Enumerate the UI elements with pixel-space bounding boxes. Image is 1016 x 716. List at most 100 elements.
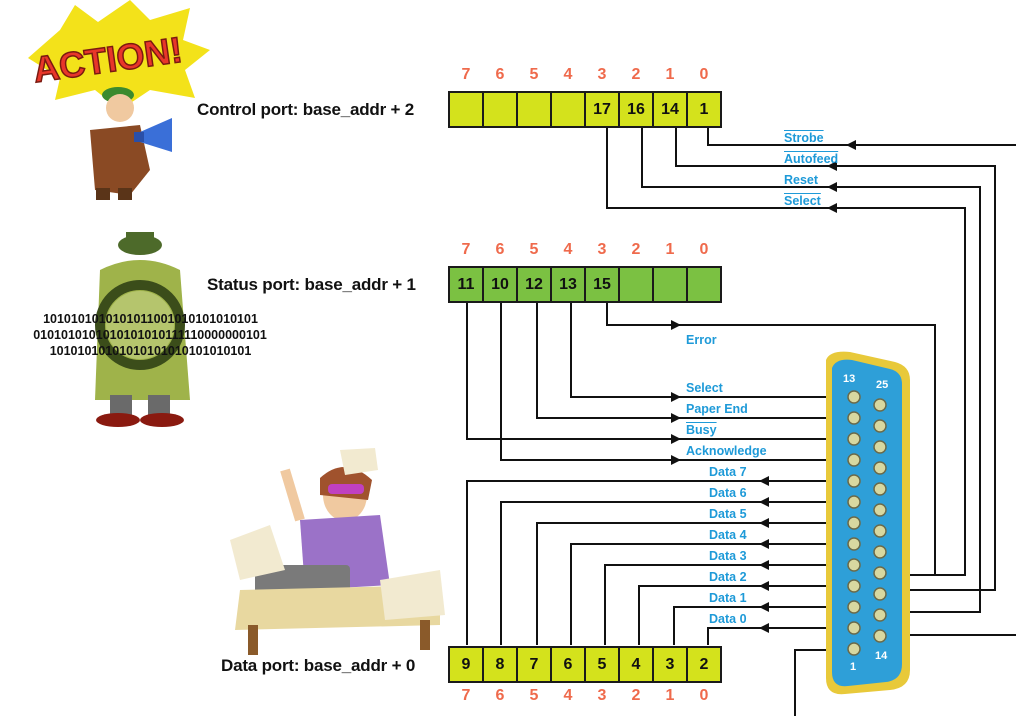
data-bit-number-6: 6 xyxy=(495,687,505,704)
control-cell-bit-2: 16 xyxy=(620,93,654,126)
control-cell-bit-0: 1 xyxy=(688,93,720,126)
signal-data-2: Data 2 xyxy=(709,570,747,584)
connector-pin-row2-25 xyxy=(873,398,887,412)
status-bit-number-0: 0 xyxy=(699,241,709,258)
status-cell-bit-4: 13 xyxy=(552,268,586,301)
connector-pin-row2-18 xyxy=(873,545,887,559)
signal-busy: Busy xyxy=(686,423,717,437)
control-cell-bit-6 xyxy=(484,93,518,126)
connector-pin-row2-16 xyxy=(873,587,887,601)
connector-pin-row2-15 xyxy=(873,608,887,622)
control-cell-bit-7 xyxy=(450,93,484,126)
control-cell-bit-5 xyxy=(518,93,552,126)
data-bit-number-0: 0 xyxy=(699,687,709,704)
signal-strobe: Strobe xyxy=(784,131,824,145)
signal-paper-end: Paper End xyxy=(686,402,748,416)
man-with-megaphone-icon xyxy=(90,87,172,200)
control-bit-number-4: 4 xyxy=(563,66,573,83)
signal-data-1: Data 1 xyxy=(709,591,747,605)
control-wires xyxy=(606,126,1016,636)
data-bit-number-3: 3 xyxy=(597,687,607,704)
status-cell-bit-1 xyxy=(654,268,688,301)
signal-data-6: Data 6 xyxy=(709,486,747,500)
data-cell-bit-5: 7 xyxy=(518,648,552,681)
data-bit-number-2: 2 xyxy=(631,687,641,704)
connector-pin-row2-17 xyxy=(873,566,887,580)
data-cell-bit-0: 2 xyxy=(688,648,720,681)
status-bit-number-3: 3 xyxy=(597,241,607,258)
data-cell-bit-2: 4 xyxy=(620,648,654,681)
connector-pin-row2-24 xyxy=(873,419,887,433)
control-port-label: Control port: base_addr + 2 xyxy=(197,100,415,119)
woman-at-typewriter-icon xyxy=(230,448,445,655)
signal-select-status: Select xyxy=(686,381,723,395)
status-cell-bit-7: 11 xyxy=(450,268,484,301)
db25-connector xyxy=(826,351,910,695)
status-cell-bit-3: 15 xyxy=(586,268,620,301)
control-cell-bit-4 xyxy=(552,93,586,126)
control-bit-number-2: 2 xyxy=(631,66,641,83)
status-bit-number-1: 1 xyxy=(665,241,675,258)
signal-autofeed: Autofeed xyxy=(784,152,839,166)
status-bit-number-2: 2 xyxy=(631,241,641,258)
connector-pin-row1-3 xyxy=(847,600,861,614)
data-cell-bit-3: 5 xyxy=(586,648,620,681)
connector-pin-row2-20 xyxy=(873,503,887,517)
connector-pin-row1-9 xyxy=(847,474,861,488)
connector-pin-row2-19 xyxy=(873,524,887,538)
connector-pin-row1-11 xyxy=(847,432,861,446)
data-cell-bit-4: 6 xyxy=(552,648,586,681)
connector-pin-row2-14 xyxy=(873,629,887,643)
signal-error: Error xyxy=(686,333,717,347)
pin-13-label: 13 xyxy=(843,373,856,385)
status-bit-number-6: 6 xyxy=(495,241,505,258)
connector-pin-row1-12 xyxy=(847,411,861,425)
connector-pin-row1-4 xyxy=(847,579,861,593)
control-bit-number-7: 7 xyxy=(461,66,471,83)
connector-pin-row1-8 xyxy=(847,495,861,509)
data-cell-bit-7: 9 xyxy=(450,648,484,681)
connector-pin-row1-5 xyxy=(847,558,861,572)
pin-25-label: 25 xyxy=(876,379,889,391)
status-port-label: Status port: base_addr + 1 xyxy=(207,275,416,294)
control-bit-number-3: 3 xyxy=(597,66,607,83)
detective-with-magnifier-icon xyxy=(95,232,190,427)
status-cell-bit-2 xyxy=(620,268,654,301)
data-bit-number-4: 4 xyxy=(563,687,573,704)
data-bit-number-5: 5 xyxy=(529,687,539,704)
connector-pin-row1-2 xyxy=(847,621,861,635)
connector-pin-row1-1 xyxy=(847,642,861,656)
action-burst-icon: ACTION! xyxy=(28,0,210,110)
signal-data-3: Data 3 xyxy=(709,549,747,563)
control-bit-number-6: 6 xyxy=(495,66,505,83)
data-bit-number-7: 7 xyxy=(461,687,471,704)
connector-pin-row2-22 xyxy=(873,461,887,475)
status-bit-number-4: 4 xyxy=(563,241,573,258)
pin-1-label: 1 xyxy=(850,661,857,673)
control-cell-bit-1: 14 xyxy=(654,93,688,126)
signal-data-0: Data 0 xyxy=(709,612,747,626)
data-port-label: Data port: base_addr + 0 xyxy=(221,656,416,675)
control-bit-number-1: 1 xyxy=(665,66,675,83)
connector-pin-row1-6 xyxy=(847,537,861,551)
connector-pin-row2-21 xyxy=(873,482,887,496)
signal-data-5: Data 5 xyxy=(709,507,747,521)
status-wires xyxy=(466,302,936,575)
control-cell-bit-3: 17 xyxy=(586,93,620,126)
signal-acknowledge: Acknowledge xyxy=(686,444,767,458)
status-cell-bit-5: 12 xyxy=(518,268,552,301)
status-bit-number-5: 5 xyxy=(529,241,539,258)
data-cell-bit-1: 3 xyxy=(654,648,688,681)
signal-select-control: Select xyxy=(784,194,821,208)
status-cell-bit-0 xyxy=(688,268,720,301)
binary-line-1: 1010101010101011001010101010101 xyxy=(43,312,258,326)
binary-line-3: 10101010101010101010101010101 xyxy=(49,344,252,358)
control-bit-number-0: 0 xyxy=(699,66,709,83)
binary-line-2: 0101010101010101010111110000000101 xyxy=(33,328,267,342)
status-cell-bit-6: 10 xyxy=(484,268,518,301)
data-bit-number-1: 1 xyxy=(665,687,675,704)
